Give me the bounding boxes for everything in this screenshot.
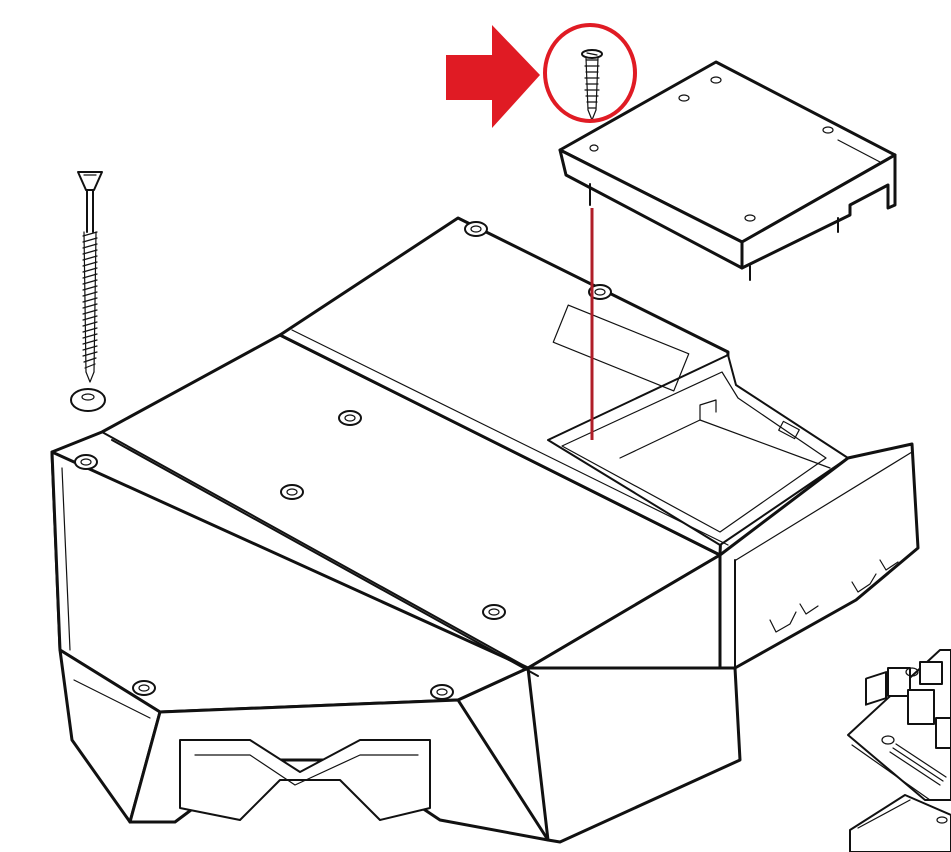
main-enclosure [50, 216, 920, 844]
washer [70, 388, 106, 412]
small-screw [581, 49, 603, 121]
circle-highlight [543, 23, 637, 123]
enclosure-screw-holes [74, 221, 612, 700]
circuit-board [847, 649, 951, 852]
right-arrow-icon [446, 25, 540, 128]
cover-plate-side-edge [740, 153, 897, 270]
long-screw [77, 171, 103, 383]
cover-plate [558, 60, 897, 281]
